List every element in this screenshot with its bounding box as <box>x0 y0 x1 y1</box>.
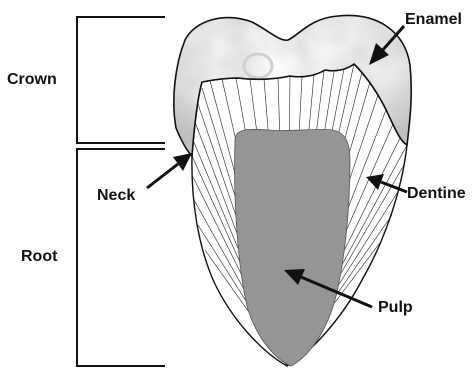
dentine-label: Dentine <box>407 185 466 202</box>
crown-bracket <box>77 17 165 143</box>
crown-label: Crown <box>7 71 57 88</box>
enamel-label: Enamel <box>405 11 462 28</box>
neck-label: Neck <box>97 187 135 204</box>
neck-pointer-arrow <box>147 153 192 188</box>
root-label: Root <box>21 248 58 265</box>
root-bracket <box>77 149 165 366</box>
pulp-label: Pulp <box>378 299 413 316</box>
